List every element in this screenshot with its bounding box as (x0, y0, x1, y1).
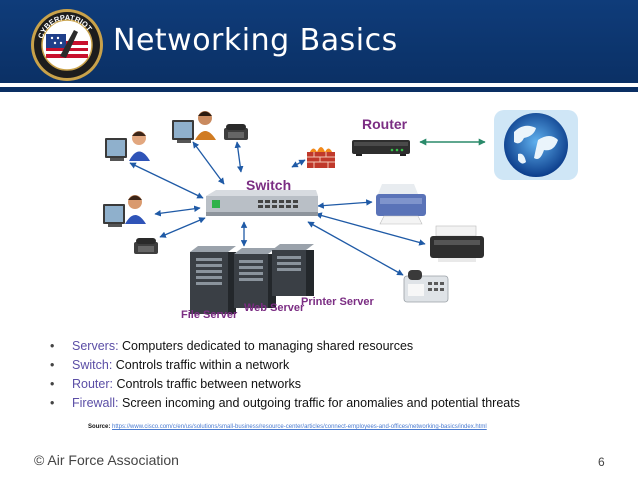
title-bar (0, 0, 638, 92)
link-pc2-switch (192, 141, 225, 185)
user-workstation-3 (103, 195, 146, 227)
link-switch-printer1 (317, 199, 373, 209)
phone-icon-1 (224, 124, 248, 140)
link-pc3-switch (154, 205, 201, 217)
printer-icon-2 (430, 225, 484, 262)
source-label: Source: (88, 424, 111, 430)
header-divider (0, 83, 638, 87)
link-switch-fax (307, 221, 404, 276)
list-item: •Firewall: Screen incoming and outgoing … (50, 396, 520, 410)
list-item: •Router: Controls traffic between networ… (50, 377, 302, 391)
switch-label: Switch (246, 177, 292, 193)
list-item: •Servers: Computers dedicated to managin… (50, 339, 414, 353)
switch-device (206, 190, 318, 216)
phone-icon-2 (134, 238, 158, 254)
user-workstation-2 (172, 111, 216, 143)
page-number: 6 (598, 455, 605, 469)
definition-list: •Servers: Computers dedicated to managin… (50, 337, 520, 413)
internet-globe-icon (494, 110, 578, 180)
link-firewall-switch (291, 159, 306, 168)
source-citation: Source: https://www.cisco.com/c/en/us/so… (88, 424, 487, 430)
link-phone1-switch (234, 141, 244, 173)
page-title: Networking Basics (113, 23, 398, 58)
server-rack (190, 244, 314, 314)
header-divider-lower (0, 87, 638, 90)
fax-machine-icon (403, 270, 449, 303)
link-phone2-switch (159, 217, 206, 238)
router-label: Router (362, 116, 408, 132)
link-pc1-switch (129, 162, 204, 199)
web-server-label: Web Server (244, 302, 305, 314)
list-item: •Switch: Controls traffic within a netwo… (50, 358, 290, 372)
cyberpatriot-logo: CYBERPATRIOT (31, 9, 103, 81)
printer-server-icon (272, 244, 314, 296)
web-server-icon (234, 248, 276, 308)
firewall-icon (307, 147, 335, 168)
footer-copyright: © Air Force Association (34, 452, 179, 468)
network-diagram (103, 110, 578, 314)
file-server-icon (190, 246, 236, 314)
user-workstation-1 (105, 131, 150, 161)
source-link[interactable]: https://www.cisco.com/c/en/us/solutions/… (112, 424, 487, 430)
connection-lines (129, 141, 426, 276)
printer-icon-1 (376, 184, 426, 225)
file-server-label: File Server (181, 309, 238, 321)
printer-server-label: Printer Server (301, 296, 374, 308)
router-device (352, 140, 410, 156)
